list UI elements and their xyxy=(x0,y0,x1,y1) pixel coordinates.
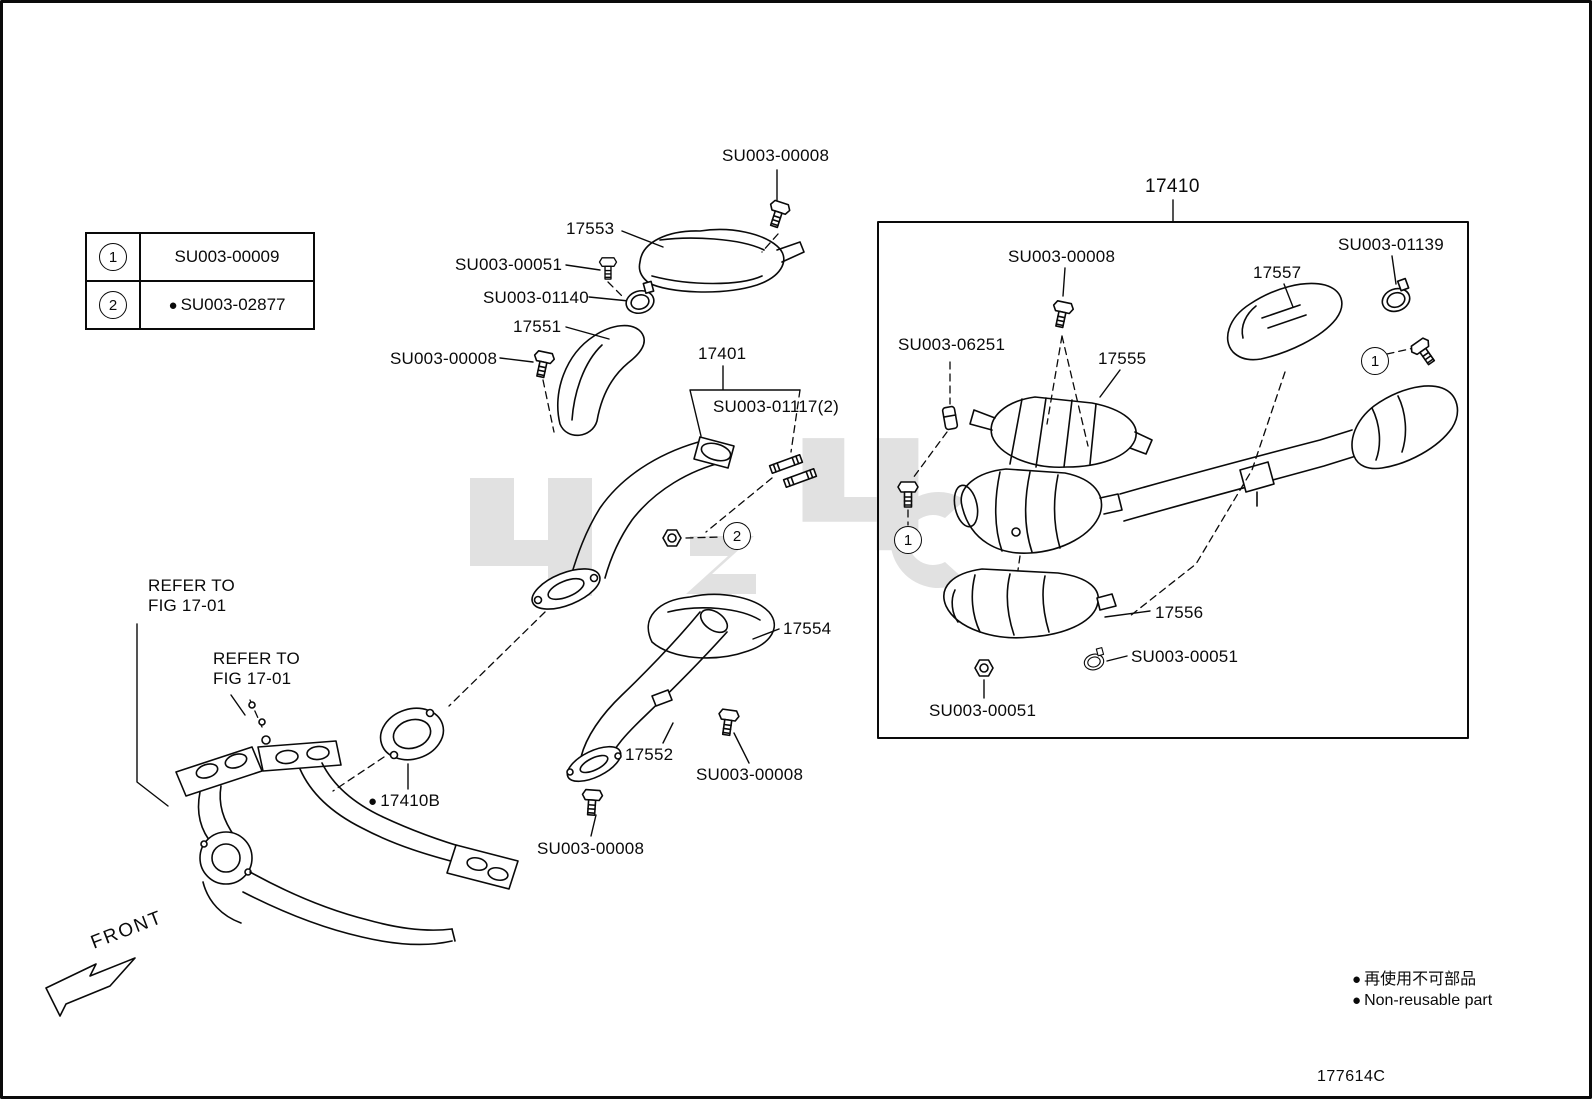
note-non-reusable-jp: 再使用不可部品 xyxy=(1352,965,1476,989)
heat-shield-17556-drawing xyxy=(943,568,1117,639)
label-su003-00051-top: SU003-00051 xyxy=(455,255,563,274)
oxygen-sensor-icon xyxy=(248,701,256,709)
label-17401: 17401 xyxy=(698,344,747,363)
label-su003-00008-top: SU003-00008 xyxy=(722,146,830,165)
front-pipe-17401-drawing xyxy=(531,436,735,610)
bolt-icon xyxy=(1408,335,1441,370)
label-refer-fig-1: REFER TO FIG 17-01 xyxy=(148,576,235,615)
callout-2: 2 xyxy=(723,522,751,550)
gasket-17410b-drawing xyxy=(379,707,445,761)
label-17552: 17552 xyxy=(625,745,674,764)
legend-callout-1: 1 xyxy=(99,243,127,271)
label-17554: 17554 xyxy=(783,619,832,638)
label-17557: 17557 xyxy=(1253,263,1302,282)
stud-bolt-icon xyxy=(768,453,804,475)
label-su003-01139: SU003-01139 xyxy=(1338,235,1444,254)
center-pipe-17552-drawing xyxy=(566,608,729,783)
label-su003-00008-box: SU003-00008 xyxy=(1008,247,1116,266)
retainer-clip-icon xyxy=(941,405,959,431)
bolt-icon xyxy=(529,349,557,380)
non-reusable-dot-icon xyxy=(169,295,181,315)
bolt-icon xyxy=(598,257,618,280)
nut-icon xyxy=(974,659,994,677)
heat-shield-17551-drawing xyxy=(556,324,645,437)
nut-icon xyxy=(662,529,682,547)
legend-part-1: SU003-00009 xyxy=(139,234,313,280)
pipe-clamp-icon xyxy=(621,280,660,318)
non-reusable-dot-icon xyxy=(368,791,380,810)
oxygen-sensor-icon xyxy=(258,718,266,726)
label-su003-06251: SU003-06251 xyxy=(898,335,1006,354)
heat-shield-17553-drawing xyxy=(638,228,805,293)
legend-callout-2: 2 xyxy=(99,291,127,319)
label-su003-01117: SU003-01117(2) xyxy=(713,397,839,416)
legend-part-2: SU003-02877 xyxy=(139,282,313,328)
callout-1-right: 1 xyxy=(1361,347,1389,375)
bolt-icon xyxy=(715,707,741,738)
heat-shield-17557-drawing xyxy=(1226,282,1343,361)
non-reusable-dot-icon xyxy=(1352,992,1364,1009)
legend-row-2: 2 SU003-02877 xyxy=(87,280,313,328)
label-17410b: 17410B xyxy=(368,791,440,811)
tail-pipe-drawing xyxy=(1119,385,1459,522)
bolt-icon xyxy=(580,788,604,817)
catalytic-converter-17555-drawing xyxy=(969,396,1153,468)
label-su003-00051-right: SU003-00051 xyxy=(1131,647,1239,666)
non-reusable-dot-icon xyxy=(1352,971,1364,988)
label-17555: 17555 xyxy=(1098,349,1147,368)
label-refer-fig-2: REFER TO FIG 17-01 xyxy=(213,649,300,688)
front-arrow-icon xyxy=(45,957,136,1017)
label-su003-00051-bottom: SU003-00051 xyxy=(929,701,1037,720)
callout-1-left: 1 xyxy=(894,526,922,554)
exhaust-manifold-drawing xyxy=(175,735,519,946)
fastener-glyphs xyxy=(248,198,1441,817)
label-17556: 17556 xyxy=(1155,603,1204,622)
catalytic-converter-main-drawing xyxy=(953,468,1123,554)
leader-lines-solid xyxy=(136,169,1397,837)
label-su003-00008-bottom: SU003-00008 xyxy=(537,839,645,858)
drawing-code: 177614C xyxy=(1317,1068,1386,1085)
legend-box: 1 SU003-00009 2 SU003-02877 xyxy=(85,232,315,330)
label-su003-00008-left: SU003-00008 xyxy=(390,349,498,368)
label-su003-01140: SU003-01140 xyxy=(483,288,589,307)
label-17553: 17553 xyxy=(566,219,615,238)
watermark xyxy=(470,438,965,596)
assembly-box-17410 xyxy=(877,221,1469,739)
label-17551: 17551 xyxy=(513,317,562,336)
bolt-icon xyxy=(763,198,793,231)
leader-lines-dashed xyxy=(249,233,1415,792)
label-su003-00008-mid: SU003-00008 xyxy=(696,765,804,784)
clamp-icon xyxy=(1080,647,1108,673)
bolt-icon xyxy=(1048,299,1076,330)
label-17410: 17410 xyxy=(1145,176,1200,197)
note-non-reusable-en: Non-reusable part xyxy=(1352,992,1492,1010)
legend-row-1: 1 SU003-00009 xyxy=(87,234,313,280)
